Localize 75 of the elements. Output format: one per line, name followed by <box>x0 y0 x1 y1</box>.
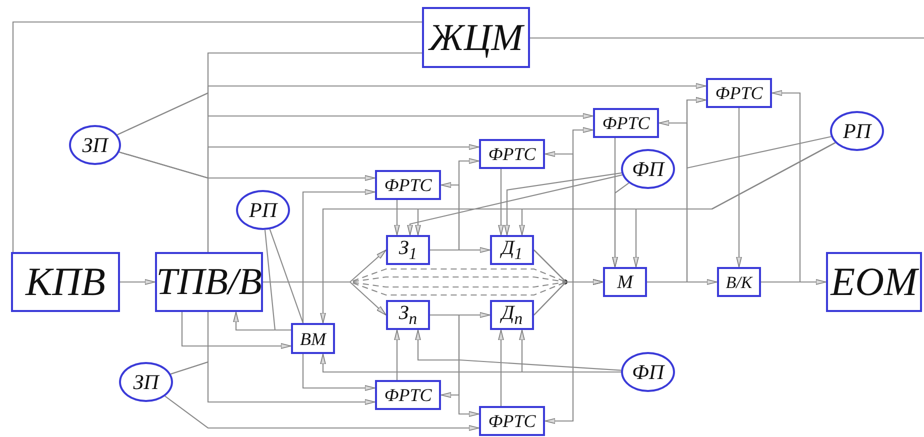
connector <box>430 158 480 251</box>
connector <box>117 92 594 136</box>
block-box <box>490 300 534 330</box>
ellipse-node <box>236 190 290 230</box>
block-label: ФРТС <box>488 145 536 163</box>
connector <box>394 330 400 380</box>
connector <box>430 314 480 417</box>
connector <box>181 312 292 349</box>
connector <box>498 169 504 236</box>
block-box <box>386 235 430 265</box>
block-box <box>826 252 922 312</box>
connector <box>302 189 376 323</box>
block-box <box>603 267 647 297</box>
block-box <box>11 252 120 312</box>
block-box <box>422 7 530 68</box>
block-box <box>717 267 761 297</box>
connector <box>269 229 304 324</box>
block-label: ЗП <box>82 134 108 156</box>
connector <box>647 120 688 283</box>
block-label: В/К <box>726 274 752 290</box>
block-label: ТПВ/В <box>156 263 262 301</box>
block-label: З$_{1}$ <box>398 238 418 262</box>
block-label: ЗП <box>133 372 159 392</box>
ellipse-node <box>830 111 884 151</box>
block-box <box>490 235 534 265</box>
block-label: КПВ <box>26 262 106 302</box>
block-label: Д$_{1}$ <box>501 238 523 262</box>
connector <box>12 21 422 252</box>
connector <box>394 200 400 236</box>
connector <box>233 312 291 331</box>
block-label: ФРТС <box>715 84 763 102</box>
connector <box>120 279 156 285</box>
block-label: З$_{n}$ <box>398 302 418 328</box>
block-box <box>375 380 441 410</box>
connector <box>504 172 622 236</box>
connector <box>407 174 622 236</box>
block-label: ФРТС <box>602 114 650 132</box>
block-label: РП <box>843 120 871 142</box>
block-box <box>479 139 545 169</box>
ellipse-node <box>621 352 675 392</box>
block-label: ЕОМ <box>830 262 918 302</box>
connector <box>534 127 594 283</box>
block-label: ФП <box>632 158 664 180</box>
block-box <box>706 78 772 108</box>
block-box <box>375 170 441 200</box>
connector <box>415 330 622 371</box>
connector <box>263 279 604 296</box>
block-label: Д$_{n}$ <box>501 302 523 328</box>
block-label: ЖЦМ <box>429 18 523 56</box>
connector <box>612 182 630 268</box>
connector <box>302 354 376 391</box>
block-box <box>155 252 263 312</box>
connector <box>498 330 504 406</box>
block-label: М <box>617 272 633 292</box>
connector <box>119 152 209 252</box>
block-box <box>291 323 335 354</box>
block-box <box>479 406 545 436</box>
ellipse-node <box>119 362 173 402</box>
connector <box>170 312 209 375</box>
block-label: ФРТС <box>488 412 536 430</box>
block-label: ФП <box>632 362 664 382</box>
connector <box>320 142 836 324</box>
block-box <box>386 300 430 330</box>
connector <box>530 37 924 39</box>
connector <box>761 90 801 283</box>
block-label: РП <box>249 200 277 220</box>
ellipse-node <box>621 149 675 189</box>
ellipse-node <box>69 125 121 165</box>
block-box <box>593 108 659 138</box>
connector <box>736 108 742 268</box>
block-label: ФРТС <box>384 176 432 194</box>
connector <box>534 281 574 424</box>
block-label: ВМ <box>300 330 326 348</box>
block-label: ФРТС <box>384 386 432 404</box>
connector <box>164 396 480 431</box>
